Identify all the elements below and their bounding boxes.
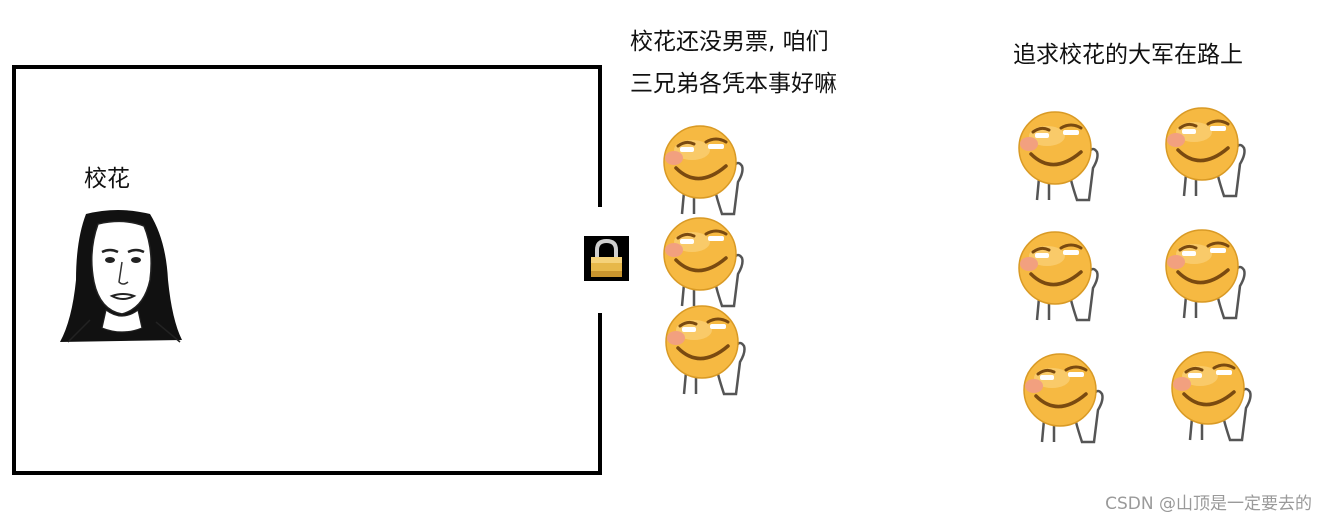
brother-emoji-1 <box>660 122 752 218</box>
army-emoji-6 <box>1168 348 1260 444</box>
brother-emoji-2 <box>660 214 752 310</box>
army-emoji-4 <box>1162 226 1254 322</box>
brother-emoji-3 <box>662 302 754 398</box>
brothers-caption-line-2: 三兄弟各凭本事好嘛 <box>630 71 837 97</box>
army-emoji-1 <box>1015 108 1107 204</box>
watermark: CSDN @山顶是一定要去的 <box>1105 494 1312 514</box>
girl-label: 校花 <box>84 166 130 192</box>
padlock-icon <box>584 236 629 281</box>
girl-portrait <box>60 210 182 343</box>
army-emoji-2 <box>1162 104 1254 200</box>
army-label: 追求校花的大军在路上 <box>1013 42 1243 68</box>
army-emoji-3 <box>1015 228 1107 324</box>
army-emoji-5 <box>1020 350 1112 446</box>
room-box <box>12 65 602 475</box>
room-outline <box>12 65 602 475</box>
brothers-caption-line-1: 校花还没男票, 咱们 <box>630 29 829 55</box>
